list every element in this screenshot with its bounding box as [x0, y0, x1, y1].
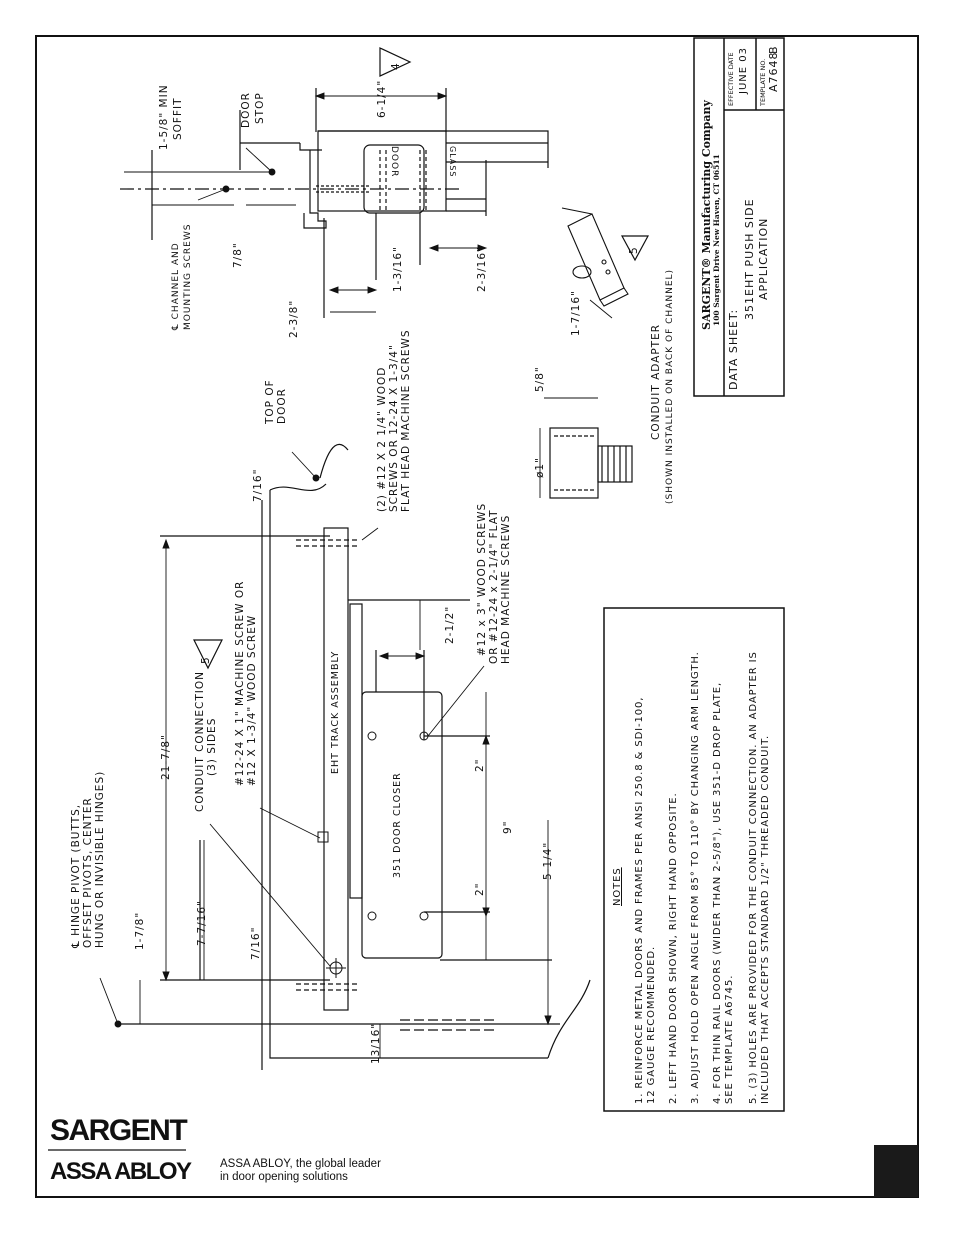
dim-7-16-top: 7/16" — [252, 468, 264, 502]
door-stop-label-2: STOP — [254, 92, 266, 124]
screws-3-note-1: #12 x 3" WOOD SCREWS — [476, 502, 488, 656]
soffit-label: SOFFIT — [172, 97, 184, 140]
channel-label-1: ℄ CHANNEL AND — [171, 242, 181, 330]
dim-7-16-low: 7/16" — [250, 926, 262, 960]
dim-9: 9" — [502, 820, 514, 834]
note-4b: SEE TEMPLATE A6745. — [724, 974, 735, 1104]
dim-2-a: 2" — [474, 758, 486, 772]
revision-letter: B — [767, 45, 780, 54]
note-1a: 1. REINFORCE METAL DOORS AND FRAMES PER … — [634, 696, 645, 1104]
note-1b: 12 GAUGE RECOMMENDED. — [646, 945, 657, 1104]
dim-5-1-4: 5-1/4" — [542, 841, 554, 880]
note-2: 2. LEFT HAND DOOR SHOWN, RIGHT HAND OPPO… — [668, 792, 679, 1104]
screws-note-2: SCREWS OR 12-24 X 1-3/4" — [388, 344, 400, 512]
flag-5-number: 5 — [200, 656, 212, 664]
dim-7-8: 7/8" — [232, 242, 244, 268]
screws-note-3: FLAT HEAD MACHINE SCREWS — [400, 329, 412, 512]
conduit-adapter-note: (SHOWN INSTALLED ON BACK OF CHANNEL) — [665, 268, 675, 504]
sheet-title-1: 351EHT PUSH SIDE — [743, 198, 756, 320]
door-closer-label: 351 DOOR CLOSER — [392, 772, 403, 878]
company-address: 100 Sargent Drive New Haven, CT 06511 — [712, 154, 721, 326]
tagline-line-1: ASSA ABLOY, the global leader — [220, 1158, 381, 1170]
dim-2-3-16: 2-3/16" — [476, 246, 488, 292]
data-sheet-label: DATA SHEET: — [727, 308, 740, 390]
screws-3-note-3: HEAD MACHINE SCREWS — [500, 514, 512, 664]
assa-abloy-logo: ASSA ABLOY — [50, 1158, 192, 1185]
conduit-adapter — [539, 397, 633, 499]
dim-7-7-16: 7-7/16" — [196, 900, 208, 946]
machine-screw-note-2: #12 X 1-3/4" WOOD SCREW — [246, 614, 258, 786]
dim-21-7-8: 21-7/8" — [160, 734, 172, 780]
door-label: DOOR — [389, 146, 399, 178]
leader-lines — [99, 147, 613, 1025]
top-of-door-label-1: TOP OF — [264, 379, 276, 424]
sargent-logo: SARGENT — [50, 1114, 188, 1147]
title-block — [693, 37, 785, 397]
notes-box — [603, 607, 785, 1112]
dim-2-1-2: 2-1/2" — [444, 605, 456, 644]
eht-track-label: EHT TRACK ASSEMBLY — [330, 650, 341, 774]
channel-label-2: MOUNTING SCREWS — [183, 223, 193, 330]
dim-dia-1: ø1" — [534, 457, 546, 478]
sheet-border — [35, 35, 919, 1198]
corner-tab — [874, 1145, 918, 1197]
dim-1-7-8: 1-7/8" — [134, 911, 146, 950]
dim-2-b: 2" — [474, 882, 486, 896]
note-3: 3. ADJUST HOLD OPEN ANGLE FROM 85° TO 11… — [690, 651, 701, 1104]
conduit-adapter-title: CONDUIT ADAPTER — [650, 323, 662, 440]
dim-1-3-16: 1-3/16" — [392, 246, 404, 292]
flag-4-triangle — [379, 47, 412, 77]
note-5b: INCLUDED THAT ACCEPTS STANDARD 1/2" THRE… — [760, 734, 771, 1104]
machine-screw-note-1: #12-24 X 1" MACHINE SCREW OR — [234, 580, 246, 786]
dim-2-3-8: 2-3/8" — [288, 299, 300, 338]
door-stop-label-1: DOOR — [240, 92, 252, 128]
flag-5-adapter-number: 5 — [628, 246, 640, 254]
conduit-sides-label: (3) SIDES — [206, 717, 218, 776]
screws-note-1: (2) #12 X 2 1/4" WOOD — [376, 366, 388, 512]
top-of-door-label-2: DOOR — [276, 388, 288, 424]
top-dimensions — [124, 92, 488, 313]
dim-5-8: 5/8" — [534, 366, 546, 392]
flag-4-number: 4 — [390, 62, 402, 70]
screws-3-note-2: OR #12-24 x 2-1/4" FLAT — [488, 509, 500, 664]
frame-detail — [120, 88, 549, 318]
conduit-connection-label: CONDUIT CONNECTION — [194, 671, 206, 812]
sheet-title-2: APPLICATION — [757, 217, 770, 300]
hinge-note-1: ℄ HINGE PIVOT (BUTTS, — [70, 803, 82, 948]
tagline-line-2: in door opening solutions — [220, 1171, 348, 1183]
dim-1-7-16: 1-7/16" — [570, 290, 582, 336]
notes-heading: NOTES — [612, 867, 623, 906]
effective-date-label: EFFECTIVE DATE — [727, 52, 735, 106]
flag-5-triangle — [193, 639, 223, 670]
soffit-dim-label: 1-5/8" MIN — [158, 84, 170, 150]
note-4a: 4. FOR THIN RAIL DOORS (WIDER THAN 2-5/8… — [712, 681, 723, 1104]
hinge-note-3: HUNG OR INVISIBLE HINGES) — [94, 770, 106, 948]
adapter-sketch — [561, 207, 629, 307]
elevation-dimensions — [114, 474, 552, 1058]
dim-6-1-4: 6-1/4" — [376, 79, 388, 118]
hinge-note-2: OFFSET PIVOTS, CENTER — [82, 797, 94, 948]
glass-label: GLASS — [448, 146, 457, 178]
dim-13-16: 13/16" — [370, 1022, 382, 1064]
effective-date: JUNE 03 — [738, 47, 749, 94]
template-number: A7648 — [767, 51, 780, 92]
note-5a: 5. (3) HOLES ARE PROVIDED FOR THE CONDUI… — [748, 651, 759, 1104]
template-number-label: TEMPLATE NO. — [759, 58, 767, 106]
flag-5-adapter-triangle — [620, 235, 650, 262]
door-elevation — [120, 443, 591, 1070]
